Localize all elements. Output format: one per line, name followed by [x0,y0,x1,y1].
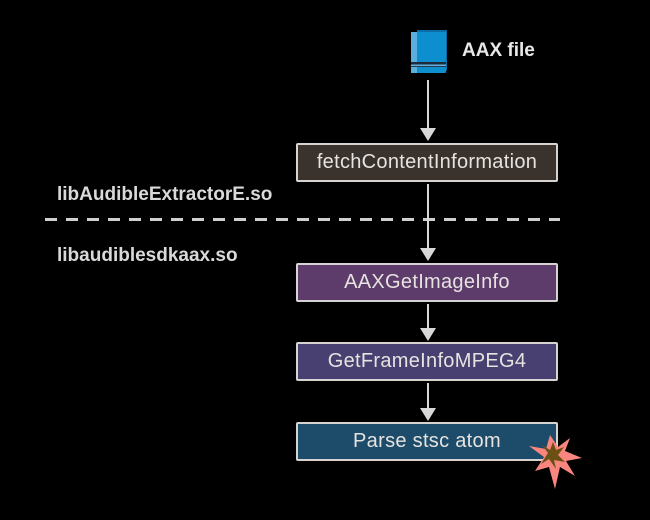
node-label: AAXGetImageInfo [344,271,510,293]
library-boundary-divider [45,218,560,221]
aax-file-node: AAX file [411,30,535,75]
flow-arrow-head [420,128,436,141]
node-get-frame-info-mpeg4: GetFrameInfoMPEG4 [296,342,558,381]
library-label-extractor: libAudibleExtractorE.so [57,184,273,205]
node-fetch-content-information: fetchContentInformation [296,143,558,182]
explosion-icon [529,435,582,489]
node-label: fetchContentInformation [316,151,538,173]
flow-arrow-head [420,408,436,421]
flow-arrow-line [427,184,429,248]
flow-arrow-line [427,383,429,409]
node-label: GetFrameInfoMPEG4 [327,350,527,372]
node-parse-stsc-atom: Parse stsc atom [296,422,558,461]
flow-arrow-head [420,328,436,341]
book-icon [411,30,447,73]
flow-arrow-line [427,80,429,128]
node-aax-get-image-info: AAXGetImageInfo [296,263,558,302]
library-label-sdkaax: libaudiblesdkaax.so [57,245,238,266]
flow-arrow-head [420,248,436,261]
node-label: Parse stsc atom [353,430,501,452]
flow-arrow-line [427,304,429,329]
aax-file-label: AAX file [462,40,535,61]
